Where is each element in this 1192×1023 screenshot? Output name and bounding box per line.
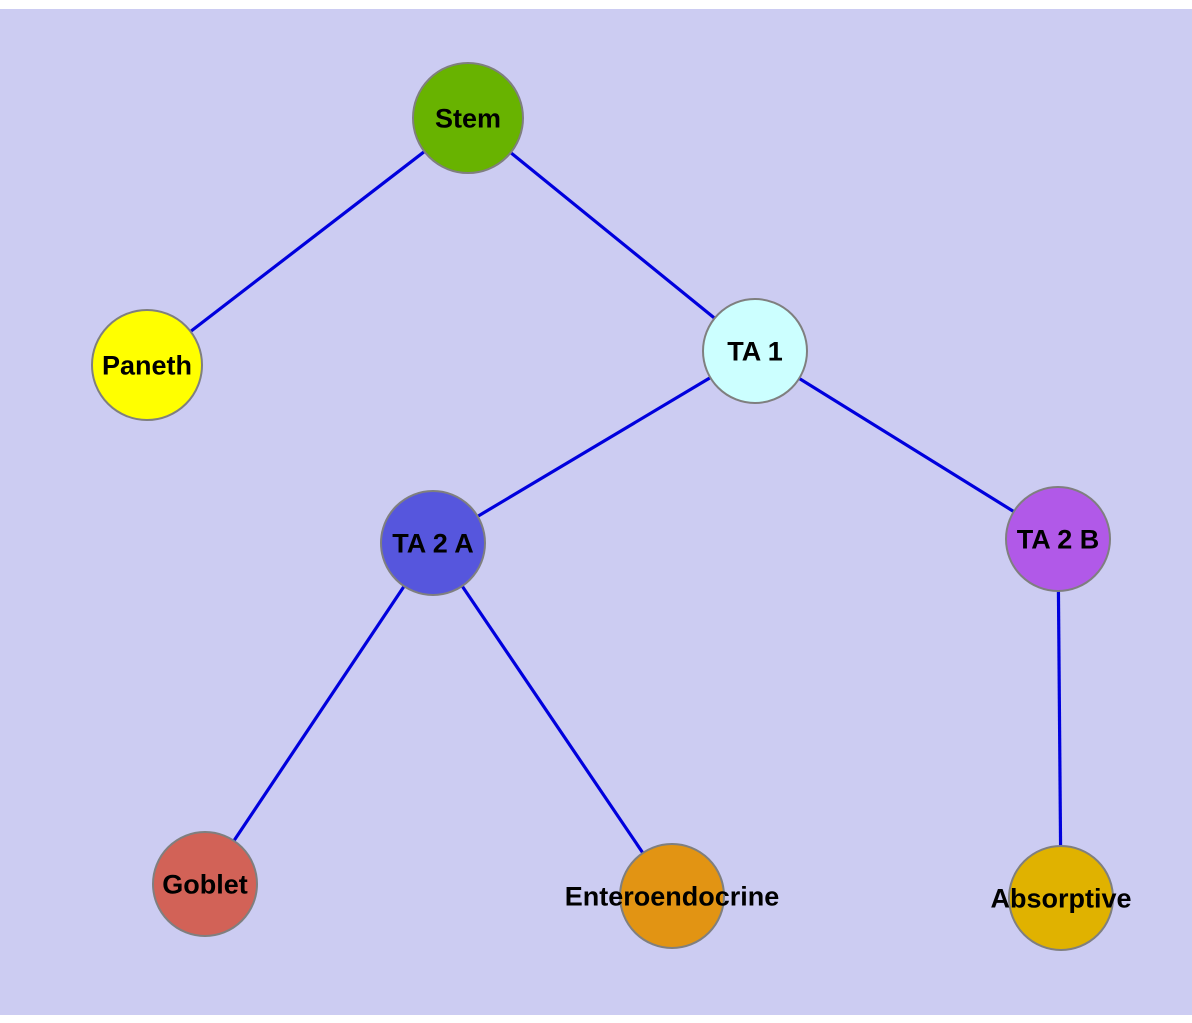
node-absorptive[interactable]: Absorptive: [990, 845, 1132, 951]
edge-ta1-ta2b: [754, 349, 1059, 541]
node-ta2b[interactable]: TA 2 B: [1005, 486, 1111, 592]
node-circle-paneth: [91, 309, 203, 421]
node-circle-ta1: [702, 298, 808, 404]
edge-stem-ta1: [466, 116, 757, 353]
node-label-enteroendocrine: Enteroendocrine: [565, 881, 780, 911]
node-label-absorptive: Absorptive: [990, 883, 1131, 913]
node-label-ta2a: TA 2 A: [392, 528, 474, 558]
node-label-goblet: Goblet: [162, 869, 248, 899]
node-circle-goblet: [152, 831, 258, 937]
edge-ta2b-absorptive: [1056, 538, 1063, 899]
node-label-ta1: TA 1: [727, 336, 783, 366]
node-label-ta2b: TA 2 B: [1017, 524, 1100, 554]
node-goblet[interactable]: Goblet: [152, 831, 258, 937]
node-circle-absorptive: [1008, 845, 1114, 951]
node-label-paneth: Paneth: [102, 350, 192, 380]
node-ta1[interactable]: TA 1: [702, 298, 808, 404]
node-paneth[interactable]: Paneth: [91, 309, 203, 421]
node-enteroendocrine[interactable]: Enteroendocrine: [565, 843, 780, 949]
edge-ta1-ta2a: [432, 349, 756, 545]
node-circle-enteroendocrine: [619, 843, 725, 949]
node-stem[interactable]: Stem: [412, 62, 524, 174]
node-circle-stem: [412, 62, 524, 174]
node-circle-ta2a: [380, 490, 486, 596]
edge-ta2a-goblet: [203, 542, 435, 885]
edges-layer: [146, 116, 1063, 899]
edge-stem-paneth: [146, 116, 469, 367]
edge-ta2a-enteroendocrine: [431, 542, 674, 897]
node-circle-ta2b: [1005, 486, 1111, 592]
node-label-stem: Stem: [435, 103, 501, 133]
node-ta2a[interactable]: TA 2 A: [380, 490, 486, 596]
